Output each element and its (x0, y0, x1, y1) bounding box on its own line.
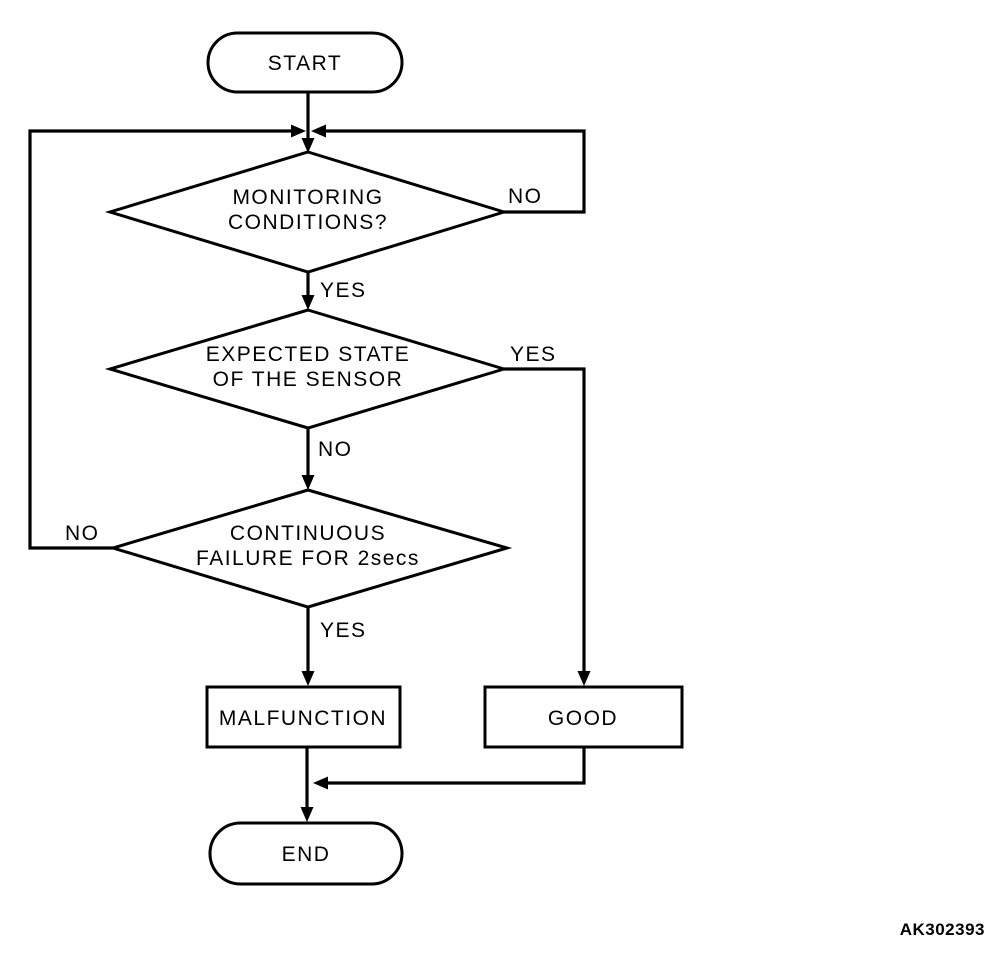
end-node: END (208, 821, 404, 886)
monitoring-no-label: NO (508, 185, 543, 208)
malfunction-process-shape (205, 685, 402, 749)
start-node: START (206, 31, 404, 94)
arrow-left-icon (311, 124, 326, 138)
decision-continuous-failure: CONTINUOUS FAILURE FOR 2secs (107, 488, 513, 609)
end-label: END (282, 843, 331, 866)
continuous-yes-label: YES (320, 619, 367, 642)
monitoring-yes-label: YES (320, 279, 367, 302)
expected-yes-label: YES (510, 343, 557, 366)
good-node: GOOD (483, 685, 684, 749)
decision-expected-state: EXPECTED STATE OF THE SENSOR (104, 308, 510, 430)
arrow-down-icon (301, 295, 315, 310)
arrow-left-icon (313, 776, 328, 790)
edge-expected-yes (504, 367, 591, 686)
decision-label-line1: MONITORING (232, 186, 383, 209)
end-terminator-shape (208, 821, 404, 886)
edge-good-merge (313, 747, 586, 790)
arrow-down-icon (300, 807, 314, 822)
malfunction-node: MALFUNCTION (205, 685, 402, 749)
decision-label-line2: OF THE SENSOR (213, 368, 404, 391)
edge-line (328, 747, 586, 785)
arrow-down-icon (577, 671, 591, 686)
decision-label-line1: EXPECTED STATE (206, 343, 411, 366)
decision-diamond-shape (104, 150, 510, 274)
edge-continuous-no-loop (28, 124, 306, 550)
malfunction-label: MALFUNCTION (219, 707, 387, 730)
continuous-no-label: NO (65, 522, 100, 545)
edge-expected-no (301, 428, 315, 490)
arrow-down-icon (301, 475, 315, 490)
arrow-down-icon (301, 671, 315, 686)
good-process-shape (483, 685, 684, 749)
decision-label-line1: CONTINUOUS (230, 522, 386, 545)
decision-monitoring-conditions: MONITORING CONDITIONS? (104, 150, 510, 274)
arrow-right-icon (291, 124, 306, 138)
decision-diamond-shape (104, 308, 510, 430)
decision-label-line2: FAILURE FOR 2secs (196, 547, 420, 570)
figure-code: AK302393 (900, 920, 985, 939)
start-label: START (268, 52, 342, 75)
edge-malfunction-to-end (300, 747, 314, 822)
expected-no-label: NO (318, 438, 353, 461)
arrow-down-icon (301, 138, 315, 153)
edge-continuous-yes (301, 607, 315, 686)
edge-monitoring-no-loop (311, 124, 586, 214)
good-label: GOOD (548, 707, 618, 730)
edge-monitoring-yes (301, 272, 315, 310)
decision-label-line2: CONDITIONS? (228, 211, 388, 234)
decision-diamond-shape (107, 488, 513, 609)
start-terminator-shape (206, 31, 404, 94)
edge-start-to-monitoring (301, 92, 315, 153)
edge-line (504, 367, 586, 671)
edge-line (28, 129, 291, 550)
edge-line (326, 129, 586, 214)
